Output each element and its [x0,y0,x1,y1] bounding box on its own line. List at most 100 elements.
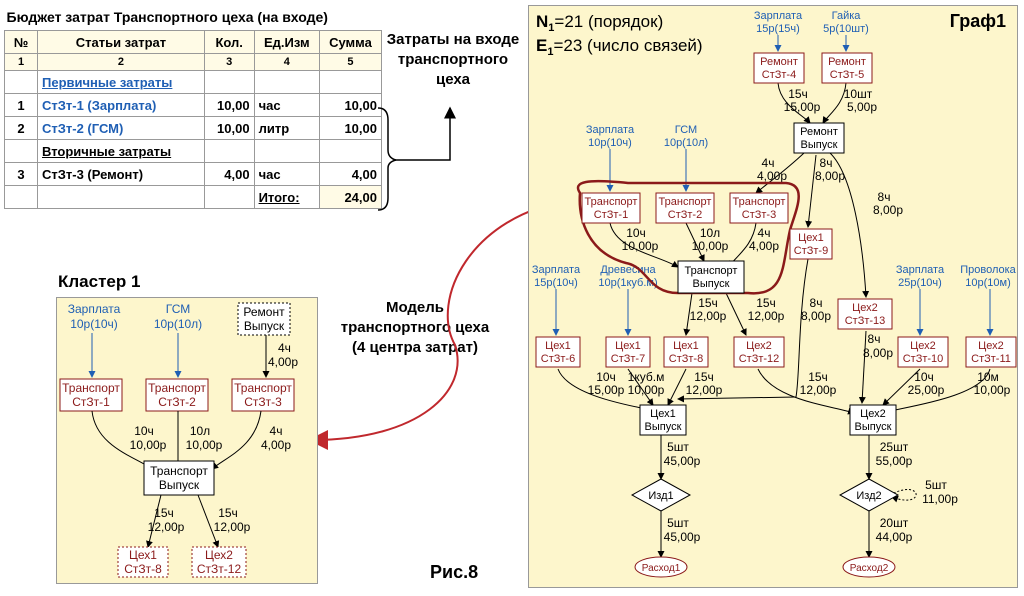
g-edge-label: 10шт [844,87,873,101]
g-node-r4 [753,52,805,84]
g-node-label: СтЗт-6 [541,353,575,365]
cl-c12-l2: СтЗт-12 [197,562,242,576]
g-node-label: СтЗт-7 [611,353,645,365]
cl-c8-l2: СтЗт-8 [124,562,162,576]
g-edge-label: 4ч [758,226,771,240]
g-edge-label: 10ч [626,226,646,240]
g-edge-label: 10м [977,370,999,384]
g-node-label: Цех1 [650,408,676,420]
cell-name: СтЗт-3 (Ремонт) [37,162,205,186]
g-edge-label: 45,00р [664,454,701,468]
g-node-label: СтЗт-1 [594,209,628,221]
g-node-iz1 [630,478,692,512]
g-node-label: Транспорт [659,196,712,208]
g-node-v2 [849,404,897,436]
g-edge-label: 10ч [914,370,934,384]
table-row: Первичные затраты [4,70,383,94]
cluster-title: Кластер 1 [58,272,141,291]
cl-edge-label: 10л [190,424,210,438]
budget-title: Бюджет затрат Транспортного цеха (на вхо… [4,4,382,31]
g-src: ГСМ [675,124,697,136]
graph-order: N1=21 (порядок) [536,12,663,34]
cl-edge-label: 10,00р [130,438,167,452]
cl-edge-label: 15ч [218,506,238,520]
cl-transport-1-node [59,378,123,412]
g-node-label: Выпуск [801,139,838,151]
cl-src-salary-val: 10р(10ч) [70,317,118,331]
g-src: 10р(10ч) [588,137,632,149]
g-src: Зарплата [896,264,945,276]
g-edge-label: 11,00р [922,492,958,506]
cl-t2-l2: СтЗт-2 [158,395,196,409]
g-edge-label: 12,00р [686,383,723,397]
g-src: Древесина [600,264,656,276]
cl-out-l2: Выпуск [159,478,200,492]
g-edge-label: 8,00р [801,309,831,323]
g-node-label: Цех1 [798,232,824,244]
graph-bg [528,5,1018,588]
cl-transport-2-node [145,378,209,412]
col-header: № [4,30,38,54]
table-row: 3 СтЗт-3 (Ремонт) 4,00 час 4,00 [4,162,383,186]
g-node-label: Цех2 [746,340,772,352]
g-edge-label: 25шт [880,440,909,454]
cl-shop2-node [191,546,247,578]
graph-title: Граф1 [950,11,1006,31]
g-node-label: СтЗт-3 [742,209,776,221]
cell-unit: час [253,162,320,186]
g-node-c12 [733,336,785,368]
g-node-label: Цех2 [978,340,1004,352]
g-edge-label: 55,00р [876,454,913,468]
g-node-label: Транспорт [685,265,738,277]
g-src: 5р(10шт) [823,23,869,35]
g-edge-label: 15ч [698,296,718,310]
g-edge-label: 10,00р [974,383,1011,397]
g-edge-label: 44,00р [876,530,913,544]
cl-edge-label: 12,00р [214,520,251,534]
g-src: Зарплата [754,10,803,22]
g-node-label: Цех1 [673,340,699,352]
cl-transport-output-node [143,460,215,496]
cell-name: СтЗт-2 (ГСМ) [37,116,205,140]
cell-n: 2 [4,116,38,140]
total-label: Итого: [253,185,320,209]
g-node-t3 [729,192,789,224]
g-node-ras2 [842,556,896,578]
budget-table: Бюджет затрат Транспортного цеха (на вхо… [4,4,383,209]
brace-lower [377,159,397,211]
cl-edge-label: 12,00р [148,520,185,534]
g-node-c7 [605,336,651,368]
g-src: Зарплата [532,264,581,276]
g-node-label: СтЗт-2 [668,209,702,221]
cl-edge-label: 4ч [270,424,283,438]
g-node-c6 [535,336,581,368]
g-node-label: Цех2 [860,408,886,420]
g-node-ras1 [634,556,688,578]
col-header: Статьи затрат [37,30,205,54]
g-src: 10р(1куб.м) [598,277,657,289]
col-number: 3 [203,53,255,71]
section-primary: Первичные затраты [37,70,205,94]
table-header-row: № Статьи затрат Кол. Ед.Изм Сумма [4,30,383,54]
cell-sum: 10,00 [318,93,383,117]
g-node-label: СтЗт-9 [794,245,828,257]
g-edge-label: 12,00р [690,309,727,323]
g-edge-label: 15,00р [784,100,821,114]
g-edge-label: 15ч [788,87,808,101]
g-src: 10р(10м) [965,277,1010,289]
graph-panel: N1=21 (порядок) E1=23 (число связей) Гра… [528,5,1018,588]
cl-repair-l2: Выпуск [244,319,285,333]
g-edge-label: 10л [700,226,720,240]
cl-t1-l2: СтЗт-1 [72,395,110,409]
g-node-c11 [965,336,1017,368]
col-header: Кол. [203,30,255,54]
model-arrow [308,199,573,450]
inputs-label: Затраты на входе транспортного цеха [378,30,528,90]
g-node-rv [793,122,845,154]
g-edge-label: 5,00р [847,100,877,114]
cl-edge-label: 10,00р [186,438,223,452]
g-edge-label: 4ч [762,156,775,170]
g-node-t2 [655,192,715,224]
model-label-line: Модель [385,299,445,316]
g-node-label: Выпуск [855,421,892,433]
